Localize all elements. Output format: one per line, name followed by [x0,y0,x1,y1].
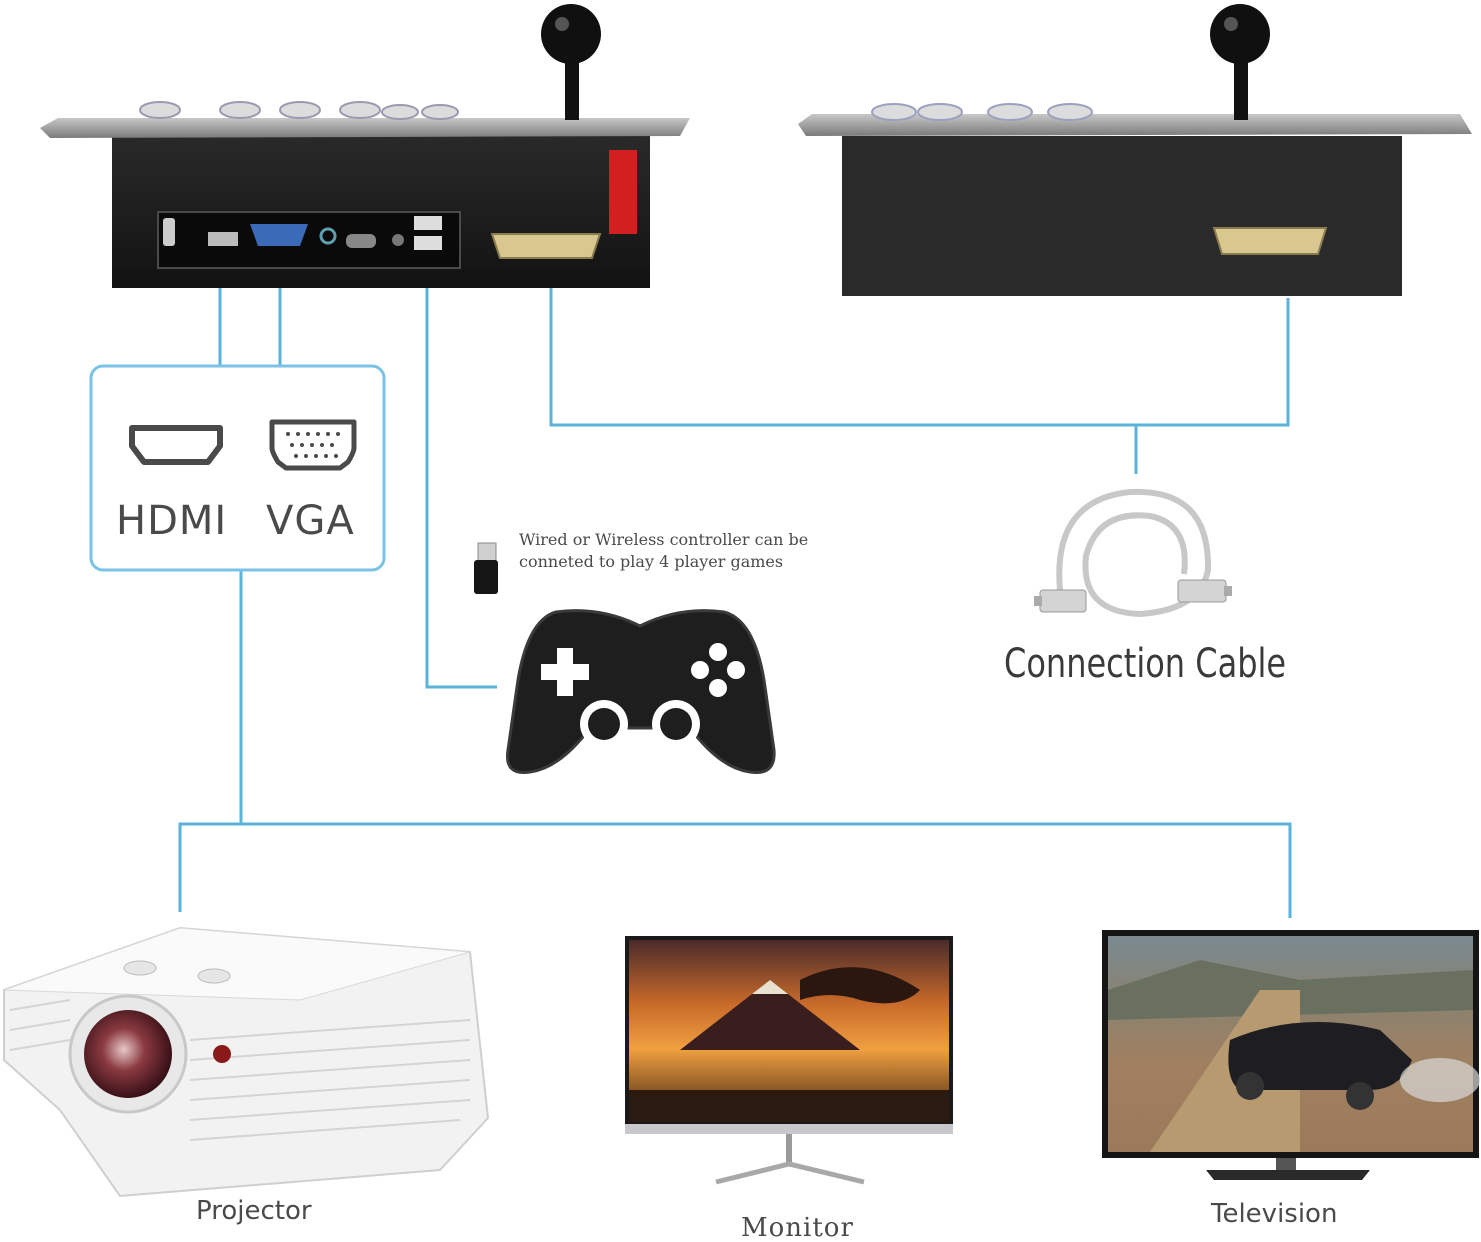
monitor-icon [625,936,953,1185]
television-icon [1102,930,1480,1180]
usb-dongle-icon [474,542,498,594]
hdmi-port-icon [208,232,238,246]
vga-label: VGA [266,498,355,544]
usb-connector-line [425,288,497,689]
arcade-console-icon [798,4,1472,296]
gamepad-icon [505,609,776,775]
vga-port-icon [269,419,357,471]
projector-icon [3,926,490,1198]
controller-note: Wired or Wireless controller can be conn… [519,529,859,573]
hdmi-label: HDMI [116,498,228,544]
controller-note-line-1: Wired or Wireless controller can be [519,530,809,549]
display-bus-line [178,822,1292,918]
joystick-icon [541,4,601,120]
monitor-label: Monitor [741,1213,854,1242]
vga-port-icon [250,224,308,246]
port-type-box [89,364,386,572]
connection-cable-label: Connection Cable [1004,641,1287,687]
arcade-console-icon [40,4,690,288]
projector-label: Projector [196,1196,312,1226]
console-link-line [549,288,1290,427]
controller-note-line-2: conneted to play 4 player games [519,552,784,571]
television-label: Television [1211,1199,1338,1229]
joystick-icon [1210,4,1270,120]
hdmi-port-icon [129,425,223,465]
connector-lines [178,288,1292,918]
serial-cable-icon [1034,488,1232,618]
